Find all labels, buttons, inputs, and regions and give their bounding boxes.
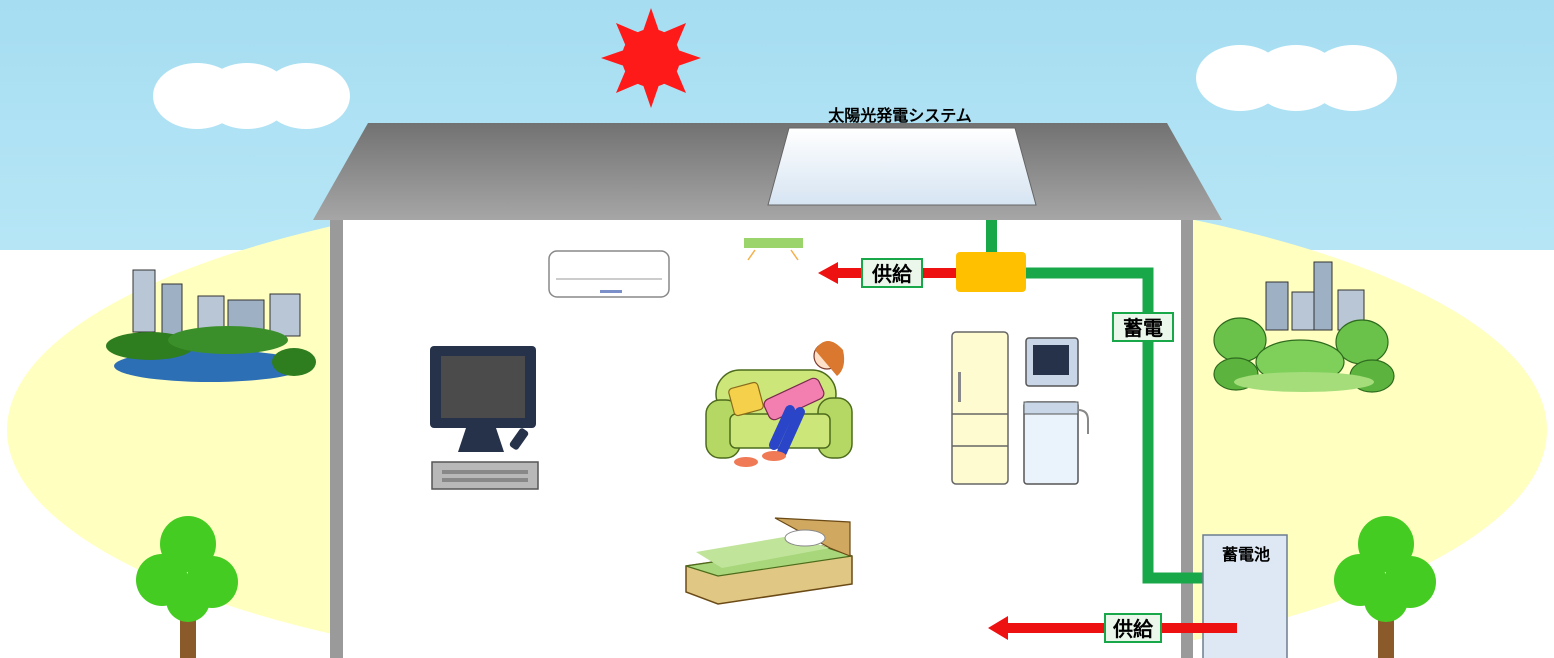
supply-label-top: 供給 <box>861 258 923 288</box>
bed-icon <box>685 517 853 605</box>
cloud-icon <box>1196 45 1397 111</box>
battery-icon <box>1202 534 1288 658</box>
park-icon <box>1213 261 1395 393</box>
panel-cable <box>986 220 997 253</box>
solar-system-label: 太陽光発電システム <box>828 106 972 125</box>
air-conditioner-icon <box>548 250 670 298</box>
washing-machine-icon <box>1023 401 1089 485</box>
charge-label: 蓄電 <box>1112 312 1174 342</box>
cloud-icon <box>153 63 350 129</box>
power-conditioner-icon <box>956 252 1026 292</box>
wall-left <box>330 215 343 658</box>
sun-icon <box>601 8 701 108</box>
solar-panel-icon <box>767 127 1037 206</box>
city-icon <box>106 269 316 382</box>
wall-right <box>1181 215 1193 658</box>
supply-label-bottom: 供給 <box>1104 613 1162 643</box>
microwave-icon <box>1025 337 1079 387</box>
charge-line <box>1026 267 1234 584</box>
tv-icon <box>430 346 539 490</box>
tree-icon <box>1334 516 1436 658</box>
supply-arrow-top-head <box>818 262 838 284</box>
lamp-icon <box>744 238 803 261</box>
sofa-person-icon <box>705 341 853 467</box>
refrigerator-icon <box>951 331 1009 485</box>
supply-arrow-bottom-head <box>988 616 1008 640</box>
battery-label: 蓄電池 <box>1221 545 1270 564</box>
tree-icon <box>136 516 238 658</box>
